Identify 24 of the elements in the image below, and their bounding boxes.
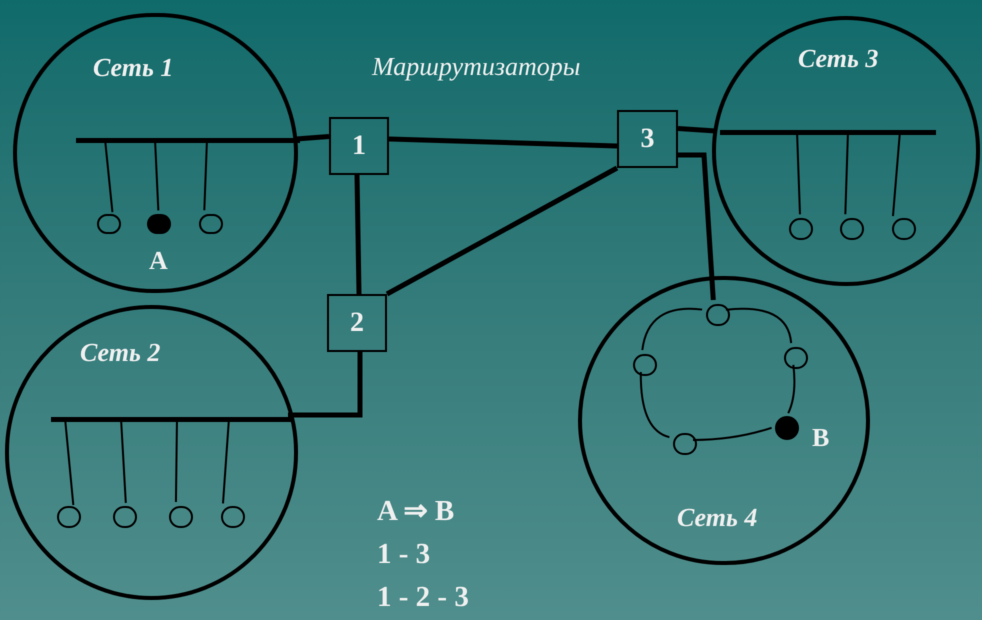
network-name: Сеть 1: [93, 55, 174, 81]
router-box: 3: [617, 110, 678, 168]
route-note: 1 - 2 - 3: [377, 583, 469, 612]
network-link: [388, 136, 618, 148]
network-link: [386, 166, 618, 296]
cable-line: [641, 308, 702, 350]
cable-line: [640, 372, 670, 438]
routers-caption: Маршрутизаторы: [372, 54, 580, 80]
cable-line: [726, 308, 792, 344]
router-box: 1: [329, 117, 389, 175]
network-link: [678, 152, 716, 300]
host-label: A: [149, 248, 168, 274]
network-link: [678, 126, 716, 134]
router-box: 2: [327, 294, 387, 352]
route-note: 1 - 3: [377, 540, 430, 569]
network-name: Сеть 4: [677, 505, 758, 531]
host-label: B: [812, 425, 830, 451]
cable-line: [692, 426, 772, 441]
network-name: Сеть 3: [798, 46, 878, 72]
network-name: Сеть 2: [80, 340, 160, 366]
network-link: [296, 134, 330, 142]
route-note: A ⇒ B: [377, 497, 454, 526]
network-link: [354, 174, 362, 294]
cable-line: [787, 364, 796, 414]
